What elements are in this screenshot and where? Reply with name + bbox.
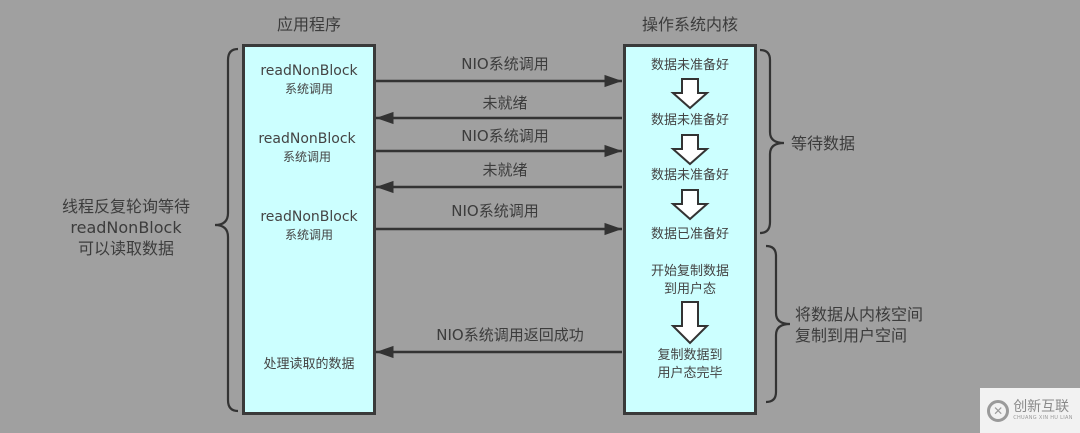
- kernel-state-4: 数据已准备好: [650, 227, 729, 242]
- kernel-state-2: 数据未准备好: [650, 113, 729, 128]
- copy-data-note-line1: 将数据从内核空间: [795, 305, 924, 324]
- down-arrow-3-icon: [670, 189, 710, 221]
- app-call-2-desc: 系统调用: [282, 150, 331, 164]
- application-box: [242, 44, 376, 415]
- kernel-copy-start: 开始复制数据 到用户态: [626, 263, 754, 299]
- left-note-line3: 可以读取数据: [77, 239, 174, 258]
- kernel-state-3: 数据未准备好: [650, 168, 729, 183]
- kernel-copy-done: 复制数据到 用户态完毕: [626, 347, 754, 383]
- arrow-label-6: NIO系统调用返回成功: [436, 326, 584, 344]
- kernel-copy-done-line1: 复制数据到: [657, 348, 723, 363]
- arrow-label-2: 未就绪: [482, 94, 528, 112]
- app-call-1-name: readNonBlock: [260, 63, 358, 79]
- watermark-subtext: CHUANG XIN HU LIAN: [1013, 415, 1073, 421]
- left-note-line1: 线程反复轮询等待: [61, 197, 190, 216]
- arrow-label-3: NIO系统调用: [461, 127, 549, 145]
- arrow-label-5: NIO系统调用: [451, 202, 539, 220]
- left-brace: [214, 47, 239, 413]
- kernel-state-1: 数据未准备好: [650, 58, 729, 73]
- wait-brace: [759, 48, 785, 235]
- app-call-1: readNonBlock 系统调用: [245, 62, 373, 98]
- down-arrow-4-icon: [670, 301, 710, 345]
- arrow-label-4: 未就绪: [482, 161, 528, 179]
- watermark-text: 创新互联: [1013, 399, 1070, 415]
- down-arrow-2-icon: [670, 134, 710, 166]
- copy-brace: [765, 244, 791, 404]
- app-call-3-desc: 系统调用: [284, 228, 333, 242]
- app-call-2: readNonBlock 系统调用: [245, 130, 369, 166]
- app-call-2-name: readNonBlock: [258, 131, 356, 147]
- app-call-1-desc: 系统调用: [284, 82, 333, 96]
- kernel-copy-done-line2: 用户态完毕: [657, 366, 723, 381]
- kernel-title: 操作系统内核: [641, 15, 738, 34]
- kernel-copy-start-line1: 开始复制数据: [650, 264, 729, 279]
- left-note-line2: readNonBlock: [70, 218, 182, 237]
- down-arrow-1-icon: [670, 78, 710, 110]
- app-title: 应用程序: [276, 15, 341, 34]
- app-process-data: 处理读取的数据: [263, 357, 355, 372]
- brand-logo-icon: ✕: [987, 399, 1010, 422]
- app-call-3-name: readNonBlock: [260, 209, 358, 225]
- watermark: ✕ 创新互联 CHUANG XIN HU LIAN: [980, 388, 1080, 433]
- left-note: 线程反复轮询等待 readNonBlock 可以读取数据: [50, 196, 202, 259]
- copy-data-note: 将数据从内核空间 复制到用户空间: [795, 304, 923, 346]
- wait-data-note: 等待数据: [791, 134, 856, 153]
- arrow-label-1: NIO系统调用: [461, 55, 549, 73]
- copy-data-note-line2: 复制到用户空间: [795, 326, 908, 345]
- app-call-3: readNonBlock 系统调用: [245, 208, 373, 244]
- kernel-copy-start-line2: 到用户态: [663, 282, 716, 297]
